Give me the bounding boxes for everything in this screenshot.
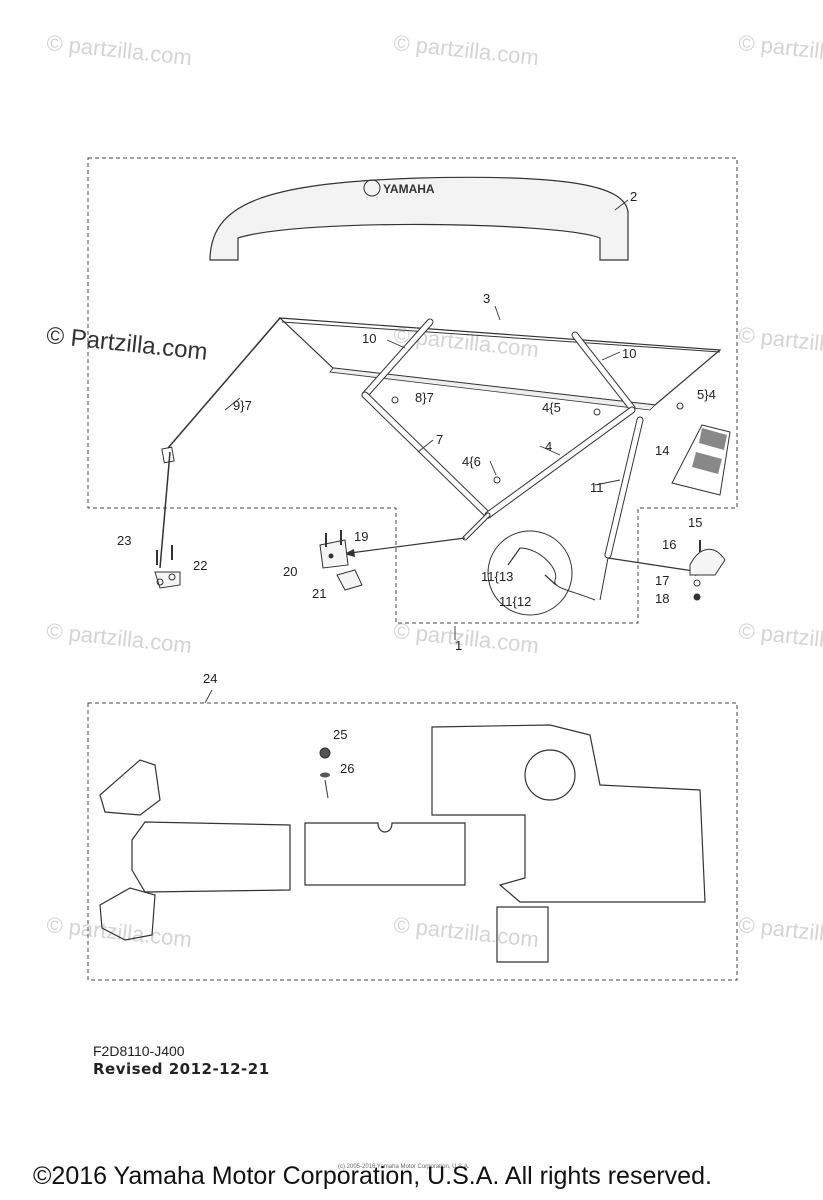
- fitting-part-6: [493, 476, 501, 484]
- detail-pin: [507, 547, 557, 586]
- frame-tube-inner-4: [485, 407, 635, 518]
- callout-9-7: 9}7: [233, 398, 252, 413]
- arrow-to-mount-15: [607, 557, 701, 573]
- washer-part-17: [693, 579, 701, 587]
- strap-part-9: [159, 317, 281, 569]
- fitting-part-5-right: [676, 402, 684, 410]
- screw-part-19-a: [325, 530, 342, 547]
- mat-cutout: [524, 749, 576, 801]
- arrow-to-mount-20: [349, 537, 466, 554]
- mount-15-rod: [599, 557, 609, 601]
- callout-24: 24: [203, 671, 217, 686]
- callout-17: 17: [655, 573, 669, 588]
- fitting-part-5-left: [593, 408, 601, 416]
- callout-20: 20: [283, 564, 297, 579]
- assembly-outline-24: [87, 702, 738, 981]
- callout-25: 25: [333, 727, 347, 742]
- fine-print: (c) 2005-2016 Yamaha Motor Corporation, …: [338, 1164, 470, 1170]
- bow-inner-right: [572, 332, 635, 411]
- bow-inner-left: [362, 319, 433, 398]
- callout-1: 1: [455, 638, 462, 653]
- arrowhead-mount-20: [344, 549, 355, 557]
- mat-set-part-24: [99, 724, 706, 963]
- callout-2: 2: [630, 189, 637, 204]
- callout-26: 26: [340, 761, 354, 776]
- callout-4-5: 4{5: [542, 400, 561, 415]
- callout-labels: 2 3 10 10 9}7 8}7 4{5 5}4 7 4 14 4{6 11 …: [117, 189, 716, 776]
- boat-brand-text: YAMAHA: [383, 182, 435, 196]
- callout-4-6: 4{6: [462, 454, 481, 469]
- boot-cover-part: YAMAHA: [209, 176, 629, 261]
- callout-10-left: 10: [362, 331, 376, 346]
- frame-leg-inner: [463, 513, 490, 540]
- diagram-code: F2D8110-J400: [93, 1043, 185, 1059]
- frame-tube-inner-7: [362, 392, 491, 518]
- mat-piece: [99, 759, 161, 816]
- support-pole-inner-11: [605, 417, 643, 558]
- callout-18: 18: [655, 591, 669, 606]
- strap-buckle: [161, 446, 175, 464]
- callout-14: 14: [655, 443, 669, 458]
- detail-view-circle: [487, 530, 573, 616]
- copyright-notice: ©2016 Yamaha Motor Corporation, U.S.A. A…: [33, 1162, 712, 1190]
- mat-piece: [131, 821, 291, 893]
- callout-11: 11: [590, 480, 604, 495]
- callout-10-right: 10: [622, 346, 636, 361]
- callout-21: 21: [312, 586, 326, 601]
- yamaha-emblem-icon: [363, 179, 381, 197]
- callout-19: 19: [354, 529, 368, 544]
- callout-11-12: 11{12: [499, 594, 531, 609]
- mat-piece: [99, 887, 156, 941]
- mount-knob-part-21: [336, 569, 363, 591]
- mat-piece: [304, 822, 466, 886]
- leader-lines: [204, 199, 629, 704]
- mat-piece: [496, 906, 549, 963]
- mount-bracket-part-15: [689, 548, 726, 576]
- revision-date: Revised 2012-12-21: [93, 1060, 270, 1078]
- callout-4: 4: [545, 439, 552, 454]
- mount-bracket-part-20: [319, 539, 349, 569]
- callout-23: 23: [117, 533, 131, 548]
- callout-5-4: 5}4: [697, 387, 716, 402]
- canopy-top-part: [278, 317, 722, 411]
- mat-piece: [431, 724, 706, 903]
- screw-part-23: [156, 545, 173, 565]
- assembly-outline-1: [87, 157, 738, 624]
- callout-3: 3: [483, 291, 490, 306]
- callout-7: 7: [436, 432, 443, 447]
- snap-pin: [324, 779, 329, 799]
- callout-22: 22: [193, 558, 207, 573]
- detail-lanyard: [519, 547, 596, 601]
- nut-part-18: [693, 593, 701, 601]
- callout-11-13: 11{13: [481, 569, 513, 584]
- snap-part-25: [319, 747, 331, 759]
- fitting-part-8: [391, 396, 399, 404]
- callout-15: 15: [688, 515, 702, 530]
- callout-16: 16: [662, 537, 676, 552]
- patch-part-14: [671, 424, 731, 496]
- snap-base-part-26: [320, 772, 330, 778]
- mount-part-22: [154, 571, 181, 589]
- callout-8-7: 8}7: [415, 390, 434, 405]
